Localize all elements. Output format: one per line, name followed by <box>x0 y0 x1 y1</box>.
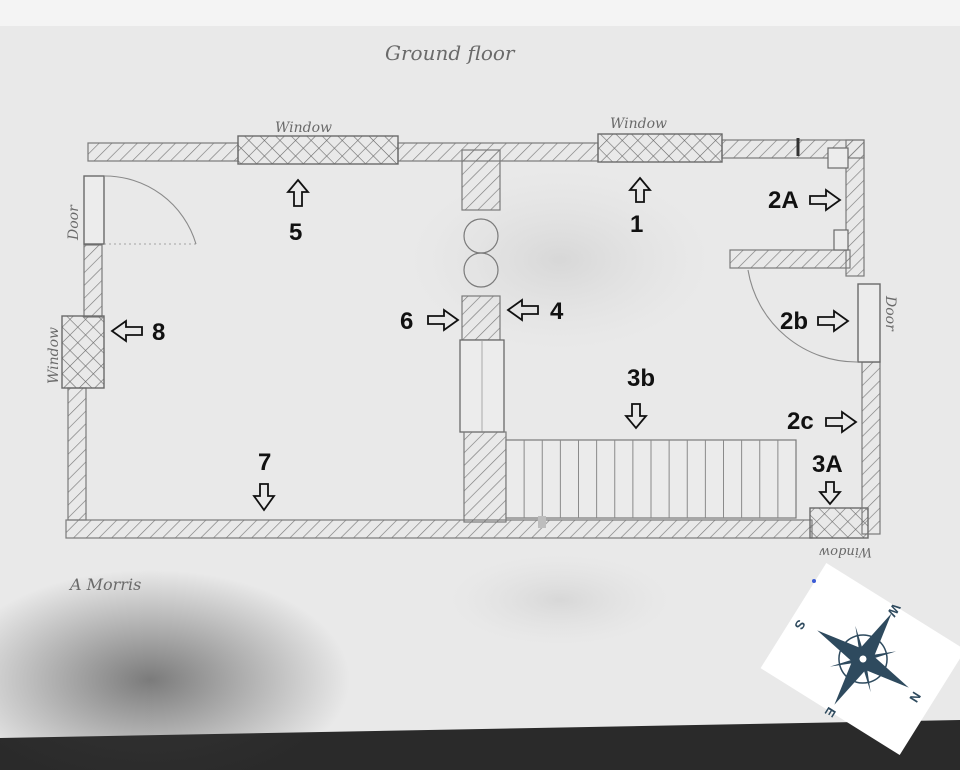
wall-left-upper <box>83 244 103 318</box>
compass-rose-icon <box>817 613 909 705</box>
window-label-bottom-right: Window <box>819 544 872 559</box>
arrow-right-icon <box>427 308 460 332</box>
marker-3b-label: 3b <box>627 365 655 392</box>
marker-3a: 3A <box>812 451 843 506</box>
compass-card: N S W E <box>760 562 960 756</box>
marker-3b: 3b <box>624 365 655 430</box>
door-label-left: Door <box>66 204 82 241</box>
marker-2a: 2A <box>768 187 842 214</box>
wall-closet <box>729 249 851 269</box>
arrow-right-icon <box>817 309 850 333</box>
marker-2a-label: 2A <box>768 187 799 214</box>
arrow-up-icon <box>628 176 652 203</box>
marker-7: 7 <box>252 449 276 512</box>
door-right-swing <box>747 269 859 363</box>
marker-2b-label: 2b <box>780 308 808 335</box>
wall-divider-lower <box>463 431 507 523</box>
marker-8-label: 8 <box>152 319 165 346</box>
marker-2b: 2b <box>780 308 850 335</box>
arrow-up-icon <box>286 178 310 207</box>
wall-divider-upper <box>461 149 501 211</box>
window-bottom-right <box>809 507 869 539</box>
window-label-left: Window <box>46 327 62 384</box>
marker-8: 8 <box>110 319 165 346</box>
window-left <box>61 315 105 389</box>
marker-1-label: 1 <box>630 211 643 238</box>
marker-1: 1 <box>628 176 652 238</box>
window-label-top-left: Window <box>275 120 332 136</box>
hand-shadow <box>0 570 350 770</box>
marker-3a-label: 3A <box>812 451 843 478</box>
arrow-left-icon <box>506 298 539 322</box>
marker-5-label: 5 <box>289 219 302 246</box>
sketch-author: A Morris <box>68 575 141 594</box>
door-label-right: Door <box>882 295 898 332</box>
arrow-left-icon <box>110 319 143 343</box>
marker-4: 4 <box>506 298 564 325</box>
wall-divider-middle <box>461 295 501 341</box>
door-right <box>857 283 881 363</box>
sketch-title: Ground floor <box>385 41 516 65</box>
column-lower <box>463 252 499 288</box>
marker-2c: 2c <box>787 408 858 435</box>
window-label-top-right: Window <box>610 116 667 132</box>
marker-2c-label: 2c <box>787 408 814 435</box>
wall-right-upper <box>845 139 865 277</box>
staircase <box>505 439 797 519</box>
arrow-down-icon <box>252 483 276 512</box>
window-top-right <box>597 133 723 163</box>
wall-top-left <box>87 142 239 162</box>
marker-6: 6 <box>400 308 460 335</box>
wall-left-lower <box>67 387 87 521</box>
door-left <box>83 175 105 245</box>
marker-6-label: 6 <box>400 308 413 335</box>
wall-bottom <box>65 519 813 539</box>
arrow-down-icon <box>818 481 842 506</box>
arrow-right-icon <box>825 410 858 434</box>
marker-7-label: 7 <box>258 449 271 476</box>
wall-right-lower <box>861 361 881 535</box>
door-left-swing <box>103 175 197 245</box>
arrow-right-icon <box>809 188 842 212</box>
marker-5: 5 <box>286 178 310 246</box>
arrow-down-icon <box>624 403 648 430</box>
window-top-left <box>237 135 399 165</box>
marker-4-label: 4 <box>550 298 564 325</box>
